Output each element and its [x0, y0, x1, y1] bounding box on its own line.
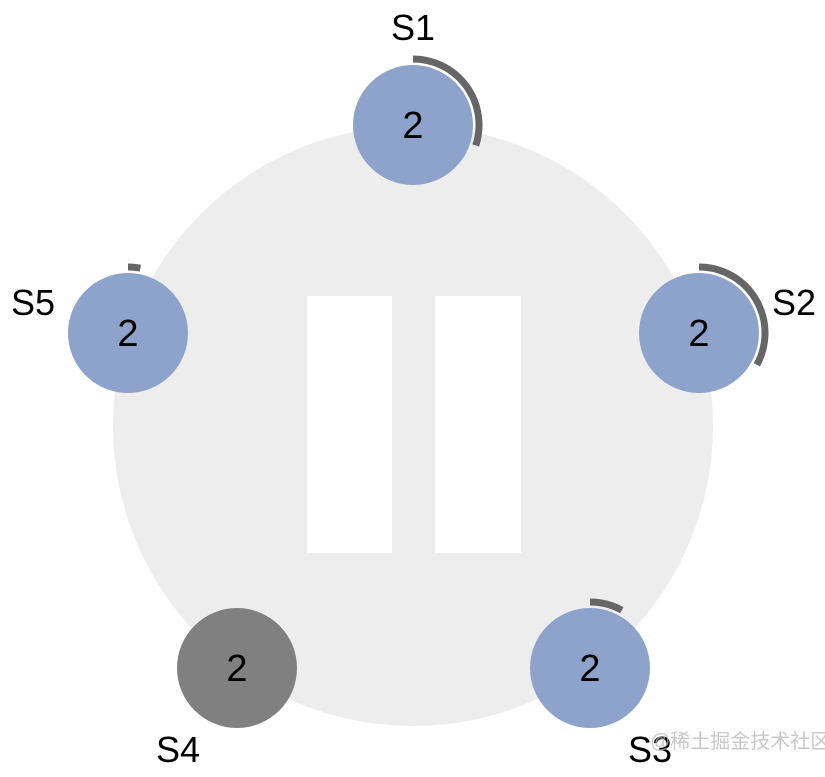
pause-bar-left — [307, 296, 392, 553]
term-number: 2 — [402, 105, 423, 147]
server-circle — [530, 608, 650, 728]
server-label: S5 — [11, 282, 55, 323]
cluster-ring — [113, 126, 713, 726]
server-node-s1[interactable]: 2 S1 — [353, 7, 483, 185]
term-number: 2 — [688, 313, 709, 355]
server-circle — [353, 65, 473, 185]
election-timer-arc — [698, 263, 769, 367]
watermark: @稀土掘金技术社区 Q的博客 — [650, 730, 825, 753]
election-timer-arc — [412, 55, 483, 147]
server-circle — [177, 608, 297, 728]
term-number: 2 — [117, 313, 138, 355]
server-label: S2 — [772, 282, 816, 323]
pause-icon[interactable] — [307, 296, 521, 553]
election-timer-arc — [127, 263, 142, 272]
election-timer-arc — [589, 598, 624, 614]
server-node-s3[interactable]: 2S3 — [530, 598, 672, 770]
server-node-s4[interactable]: 2S4 — [156, 608, 297, 770]
server-label: S3 — [628, 729, 672, 770]
term-number: 2 — [226, 648, 247, 690]
server-node-s2[interactable]: 2 S2 — [639, 263, 816, 393]
server-label: S1 — [391, 7, 435, 48]
term-number: 2 — [579, 648, 600, 690]
server-label: S4 — [156, 729, 200, 770]
server-circle — [639, 273, 759, 393]
pause-bar-right — [435, 296, 521, 553]
server-node-s5[interactable]: 2 S5 — [11, 263, 188, 393]
server-circle — [68, 273, 188, 393]
